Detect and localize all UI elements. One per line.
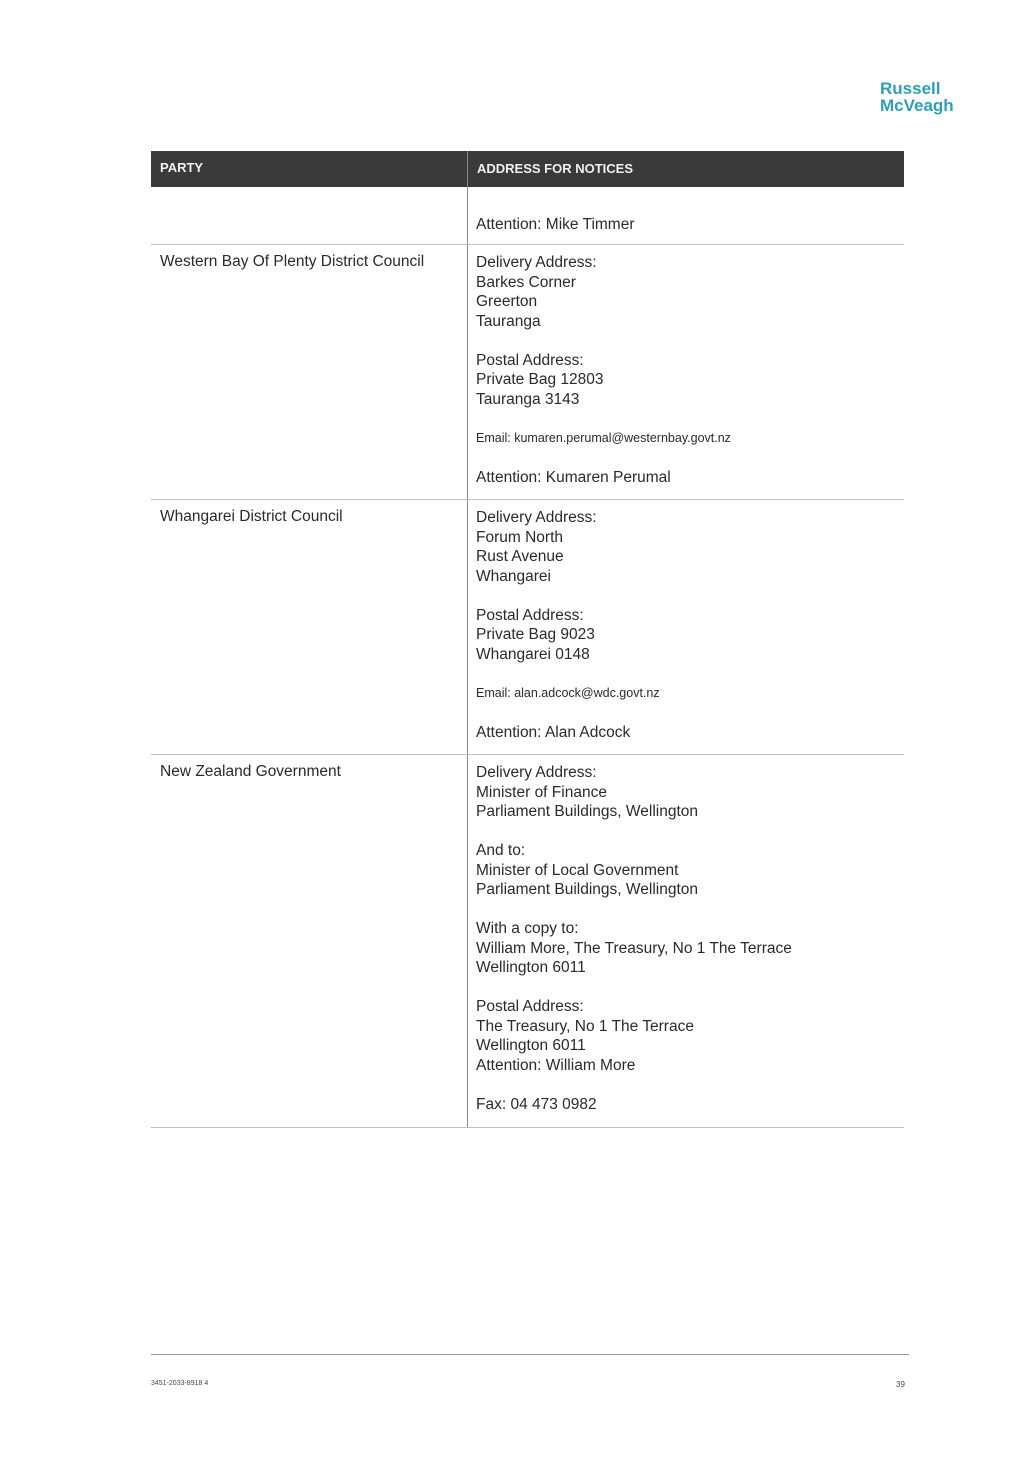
footer-divider [151, 1354, 909, 1355]
and-to-address: And to: Minister of Local Government Par… [476, 842, 698, 898]
fax-line: Fax: 04 473 0982 [476, 1095, 597, 1113]
party-cell: Western Bay Of Plenty District Council [151, 245, 468, 499]
logo-line-1: Russell [880, 79, 941, 98]
email-line: Email: kumaren.perumal@westernbay.govt.n… [476, 430, 731, 445]
delivery-address: Delivery Address: Barkes Corner Greerton… [476, 254, 597, 330]
address-cell: Delivery Address: Minister of Finance Pa… [468, 755, 904, 1127]
delivery-address: Delivery Address: Minister of Finance Pa… [476, 764, 698, 820]
logo-line-2: McVeagh [880, 96, 954, 115]
address-cell: Attention: Mike Timmer [468, 187, 904, 244]
delivery-address: Delivery Address: Forum North Rust Avenu… [476, 509, 597, 585]
attention-line: Attention: Kumaren Perumal [476, 468, 671, 486]
party-cell [151, 187, 468, 244]
header-address: ADDRESS FOR NOTICES [477, 161, 634, 176]
address-cell: Delivery Address: Barkes Corner Greerton… [468, 245, 904, 499]
table-row: New Zealand Government Delivery Address:… [151, 755, 904, 1128]
party-cell: New Zealand Government [151, 755, 468, 1127]
attention-line: Attention: Alan Adcock [476, 723, 631, 741]
page-number: 39 [896, 1380, 905, 1389]
attention-line: Attention: Mike Timmer [476, 216, 635, 233]
address-cell: Delivery Address: Forum North Rust Avenu… [468, 500, 904, 754]
postal-address: Postal Address: The Treasury, No 1 The T… [476, 998, 694, 1074]
table-header: PARTY ADDRESS FOR NOTICES [151, 151, 904, 187]
copy-to-address: With a copy to: William More, The Treasu… [476, 920, 792, 976]
table-row: Western Bay Of Plenty District Council D… [151, 245, 904, 500]
document-reference: 3451-2033-8918 4 [151, 1380, 209, 1387]
party-cell: Whangarei District Council [151, 500, 468, 754]
russell-mcveagh-logo: Russell McVeagh [880, 80, 954, 114]
postal-address: Postal Address: Private Bag 9023 Whangar… [476, 606, 595, 663]
header-party: PARTY [151, 151, 468, 187]
notices-table: PARTY ADDRESS FOR NOTICES Attention: Mik… [151, 151, 904, 1128]
email-line: Email: alan.adcock@wdc.govt.nz [476, 685, 660, 700]
postal-address: Postal Address: Private Bag 12803 Tauran… [476, 351, 604, 408]
table-row: Whangarei District Council Delivery Addr… [151, 500, 904, 755]
table-row: Attention: Mike Timmer [151, 187, 904, 245]
